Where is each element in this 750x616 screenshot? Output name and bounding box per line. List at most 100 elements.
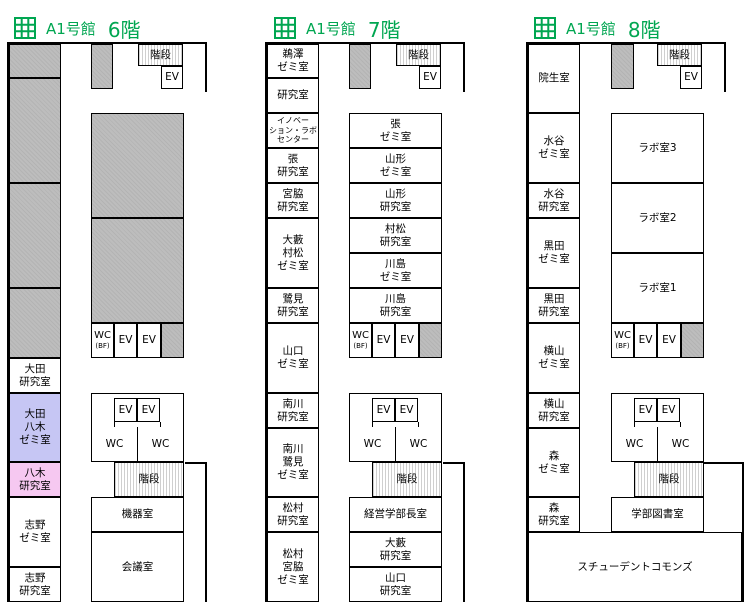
room-label: ラボ室1 <box>638 281 677 294</box>
room-oyabu-lab[interactable]: 大藪 研究室 <box>349 532 442 567</box>
room-miyawaki-lab[interactable]: 宮脇 研究室 <box>267 183 319 218</box>
floor-6-wc-low-2[interactable]: WC <box>137 427 184 462</box>
floor-8-wc-bf[interactable]: WC(BF) <box>611 323 634 358</box>
room-label: WC <box>625 437 644 450</box>
floor-6-title: A1号館 6階 <box>14 14 141 42</box>
room-kuroda-lab[interactable]: 黒田 研究室 <box>528 288 580 323</box>
room-aizawa-seminar[interactable]: 鵜澤 ゼミ室 <box>267 44 319 78</box>
floor-7-wc-low-1[interactable]: WC <box>349 427 396 462</box>
room-yokoyama-lab[interactable]: 横山 研究室 <box>528 393 580 428</box>
room-yamaguchi-lab[interactable]: 山口 研究室 <box>349 567 442 602</box>
floor-7-elevator-mid-2[interactable]: EV <box>395 323 419 358</box>
room-matsumura-miyawaki-seminar[interactable]: 松村 宮脇 ゼミ室 <box>267 532 319 602</box>
floor-8-elevator-mid-1[interactable]: EV <box>634 323 657 358</box>
room-mizutani-seminar[interactable]: 水谷 ゼミ室 <box>528 113 580 183</box>
room-label: 村松 研究室 <box>379 222 412 248</box>
room-label: 森 研究室 <box>538 501 570 527</box>
room-mori-seminar[interactable]: 森 ゼミ室 <box>528 428 580 497</box>
room-lab[interactable]: 研究室 <box>267 78 319 113</box>
floor-6-wc-low-1[interactable]: WC <box>91 427 138 462</box>
room-faculty-library[interactable]: 学部図書室 <box>611 497 704 532</box>
room-zhang-seminar[interactable]: 張 ゼミ室 <box>349 113 442 148</box>
floor-6-utility-block <box>9 44 61 78</box>
room-kawashima-seminar[interactable]: 川島 ゼミ室 <box>349 253 442 288</box>
room-label: 大田 研究室 <box>19 362 51 388</box>
room-zhang-lab[interactable]: 張 研究室 <box>267 148 319 183</box>
room-label: 大藪 村松 ゼミ室 <box>277 233 309 272</box>
floor-7-stairs-low[interactable]: 階段 <box>372 462 442 497</box>
room-yagi-lab[interactable]: 八木 研究室 <box>9 462 61 497</box>
building-label: A1号館 <box>46 19 96 38</box>
room-label: EV <box>141 403 156 416</box>
floor-7-shaft <box>349 44 371 89</box>
floor-6-elevator-mid-1[interactable]: EV <box>114 323 137 358</box>
room-label: WC <box>363 437 382 450</box>
room-equipment[interactable]: 機器室 <box>91 497 184 532</box>
room-label: 階段 <box>396 473 418 485</box>
room-yamagata-seminar[interactable]: 山形 ゼミ室 <box>349 148 442 183</box>
room-graduate[interactable]: 院生室 <box>528 44 580 113</box>
floor-7-wc-low-2[interactable]: WC <box>395 427 442 462</box>
room-ota-yagi-seminar[interactable]: 大田 八木 ゼミ室 <box>9 393 61 462</box>
floor-8-elevator-low-2[interactable]: EV <box>657 398 680 422</box>
floor-8-wc-low-2[interactable]: WC <box>657 427 704 462</box>
room-label: 南川 鷺見 ゼミ室 <box>277 443 309 481</box>
floor-6-stairs-low[interactable]: 階段 <box>114 462 184 497</box>
room-label: 山形 ゼミ室 <box>379 152 412 178</box>
room-innovation-lab-center[interactable]: イノベー ション・ラボ センター <box>267 113 319 148</box>
room-minamikawa-sagimi-seminar[interactable]: 南川 鷺見 ゼミ室 <box>267 428 319 497</box>
floor-8-stairs-top[interactable]: 階段 <box>657 44 702 66</box>
room-kawashima-lab[interactable]: 川島 研究室 <box>349 288 442 323</box>
floor-8-elevator-low-1[interactable]: EV <box>634 398 657 422</box>
floor-6-wc-bf[interactable]: WC(BF) <box>91 323 114 358</box>
room-mori-lab[interactable]: 森 研究室 <box>528 497 580 532</box>
room-dean-office[interactable]: 経営学部長室 <box>349 497 442 532</box>
room-conference[interactable]: 会議室 <box>91 532 184 602</box>
room-label: WC <box>94 329 111 341</box>
floor-8-stairs-low[interactable]: 階段 <box>634 462 704 497</box>
room-label: 水谷 研究室 <box>538 187 570 213</box>
floor-6-elevator-mid-2[interactable]: EV <box>137 323 161 358</box>
room-yamagata-lab[interactable]: 山形 研究室 <box>349 183 442 218</box>
floor-8-elevator-mid-2[interactable]: EV <box>657 323 681 358</box>
floor-6-elevator-low-2[interactable]: EV <box>137 398 160 422</box>
floor-6-elevator-top[interactable]: EV <box>161 66 183 89</box>
floor-6-stairs-top[interactable]: 階段 <box>138 44 183 66</box>
room-kuroda-seminar[interactable]: 黒田 ゼミ室 <box>528 218 580 288</box>
floor-7-elevator-low-2[interactable]: EV <box>395 398 418 422</box>
room-shino-seminar[interactable]: 志野 ゼミ室 <box>9 497 61 567</box>
room-label: WC <box>409 437 428 450</box>
room-lab-1[interactable]: ラボ室1 <box>611 253 704 323</box>
room-matsumura-lab[interactable]: 松村 研究室 <box>267 497 319 532</box>
room-oyabu-muramatsu-seminar[interactable]: 大藪 村松 ゼミ室 <box>267 218 319 288</box>
room-muramatsu-lab[interactable]: 村松 研究室 <box>349 218 442 253</box>
room-lab-2[interactable]: ラボ室2 <box>611 183 704 253</box>
floor-7-elevator-top[interactable]: EV <box>419 66 441 89</box>
room-mizutani-lab[interactable]: 水谷 研究室 <box>528 183 580 218</box>
room-yokoyama-seminar[interactable]: 横山 ゼミ室 <box>528 323 580 393</box>
room-sagimi-lab[interactable]: 鷺見 研究室 <box>267 288 319 323</box>
room-label: 経営学部長室 <box>364 508 427 520</box>
room-shino-lab[interactable]: 志野 研究室 <box>9 567 61 602</box>
floor-8-title: A1号館 8階 <box>534 14 661 42</box>
floor-7-stairs-top[interactable]: 階段 <box>396 44 441 66</box>
room-label: 山形 研究室 <box>379 187 412 213</box>
floor-7-elevator-low-1[interactable]: EV <box>372 398 395 422</box>
floor-6-elevator-low-1[interactable]: EV <box>114 398 137 422</box>
room-ota-lab[interactable]: 大田 研究室 <box>9 358 61 393</box>
floor-8-elevator-top[interactable]: EV <box>680 66 702 89</box>
room-lab-3[interactable]: ラボ室3 <box>611 113 704 183</box>
room-label: EV <box>684 71 698 83</box>
room-yamaguchi-seminar[interactable]: 山口 ゼミ室 <box>267 323 319 393</box>
floor-8-wc-low-1[interactable]: WC <box>611 427 658 462</box>
room-minamikawa-lab[interactable]: 南川 研究室 <box>267 393 319 428</box>
building-icon <box>534 17 556 39</box>
room-label: WC <box>352 329 369 341</box>
floor-7-wc-bf[interactable]: WC(BF) <box>349 323 372 358</box>
room-label: WC <box>614 329 631 341</box>
floor-7-elevator-mid-1[interactable]: EV <box>372 323 395 358</box>
building-icon <box>274 17 296 39</box>
room-student-commons[interactable]: スチューデントコモンズ <box>528 532 742 602</box>
room-label: EV <box>661 403 676 416</box>
room-note: (BF) <box>95 341 110 350</box>
